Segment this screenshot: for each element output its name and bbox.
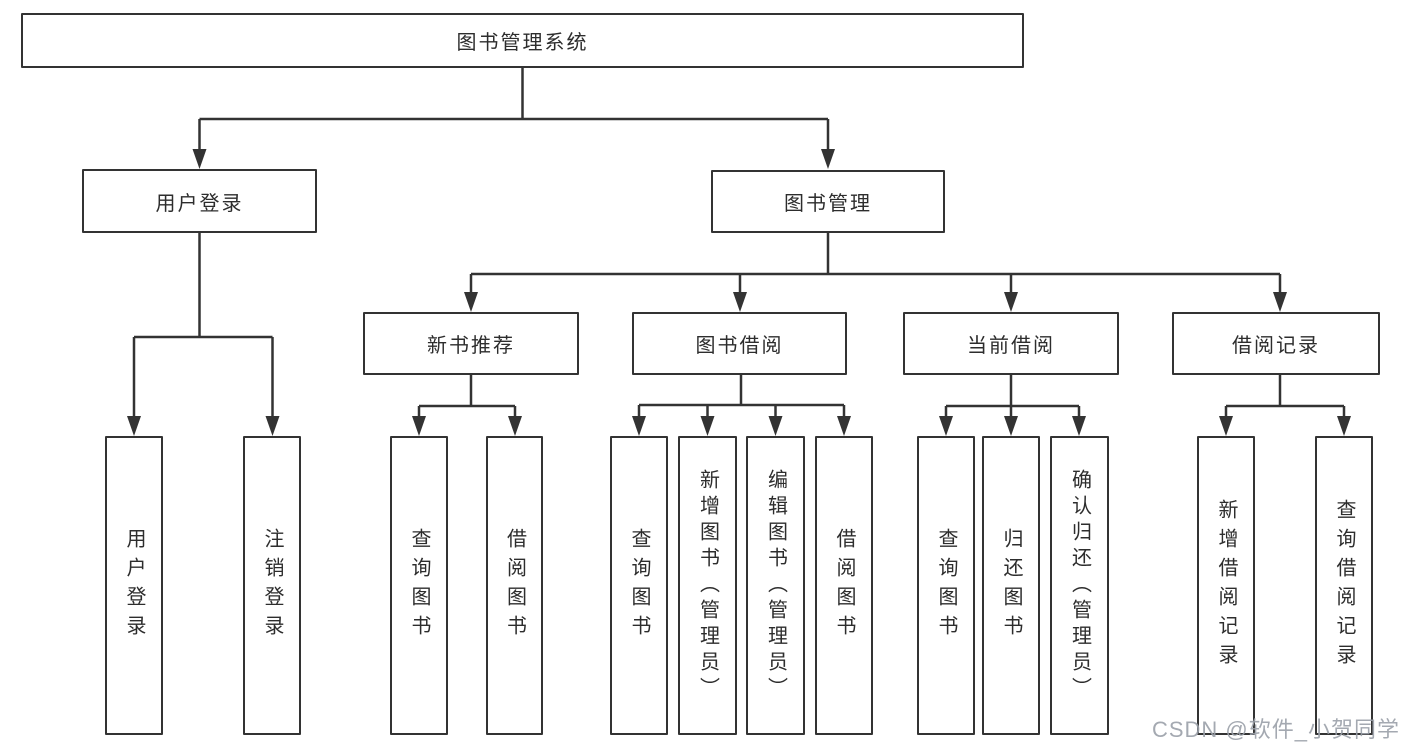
leaf-label: 查询借阅记录 (1333, 498, 1355, 673)
node-book-borrow: 图书借阅 (632, 312, 847, 375)
leaf-query-books-current: 查询图书 (917, 436, 975, 735)
leaf-add-borrow-record: 新增借阅记录 (1197, 436, 1255, 735)
arrowheads (127, 149, 1351, 436)
leaf-borrow-books-recommend: 借阅图书 (486, 436, 543, 735)
leaf-label: 注销登录 (261, 527, 283, 644)
node-borrow-records: 借阅记录 (1172, 312, 1380, 375)
leaf-label: 用户登录 (123, 527, 145, 644)
leaf-query-borrow-record: 查询借阅记录 (1315, 436, 1373, 735)
node-label: 图书管理 (784, 193, 872, 215)
leaf-label: 借阅图书 (833, 527, 855, 644)
leaf-user-login: 用户登录 (105, 436, 163, 735)
node-user-login: 用户登录 (82, 169, 317, 233)
node-label: 图书借阅 (695, 335, 784, 357)
node-label: 用户登录 (155, 192, 244, 215)
leaf-label: 新增图书（管理员） (696, 468, 719, 703)
node-label: 图书管理系统 (456, 32, 589, 54)
leaf-query-books-recommend: 查询图书 (390, 436, 448, 735)
node-label: 借阅记录 (1232, 335, 1320, 357)
node-current-borrow: 当前借阅 (903, 312, 1119, 375)
leaf-confirm-return-admin: 确认归还（管理员） (1050, 436, 1109, 735)
leaf-label: 归还图书 (1000, 527, 1022, 644)
node-label: 当前借阅 (967, 335, 1055, 357)
csdn-watermark: CSDN @软件_小贺同学 (1151, 717, 1400, 742)
node-book-management: 图书管理 (711, 170, 945, 233)
leaf-label: 查询图书 (935, 527, 957, 644)
leaf-logout: 注销登录 (243, 436, 301, 735)
node-library-management-system: 图书管理系统 (21, 13, 1024, 68)
node-new-book-recommend: 新书推荐 (363, 312, 579, 375)
leaf-label: 新增借阅记录 (1215, 498, 1237, 673)
leaf-borrow-books: 借阅图书 (815, 436, 873, 735)
leaf-edit-books-admin: 编辑图书（管理员） (746, 436, 805, 735)
node-label: 新书推荐 (427, 335, 515, 357)
leaf-return-books: 归还图书 (982, 436, 1040, 735)
leaf-add-books-admin: 新增图书（管理员） (678, 436, 737, 735)
leaf-label: 查询图书 (408, 527, 430, 644)
leaf-label: 编辑图书（管理员） (764, 468, 787, 703)
leaf-query-books-borrow: 查询图书 (610, 436, 668, 735)
leaf-label: 确认归还（管理员） (1068, 468, 1091, 703)
leaf-label: 查询图书 (628, 527, 650, 644)
leaf-label: 借阅图书 (503, 527, 526, 644)
